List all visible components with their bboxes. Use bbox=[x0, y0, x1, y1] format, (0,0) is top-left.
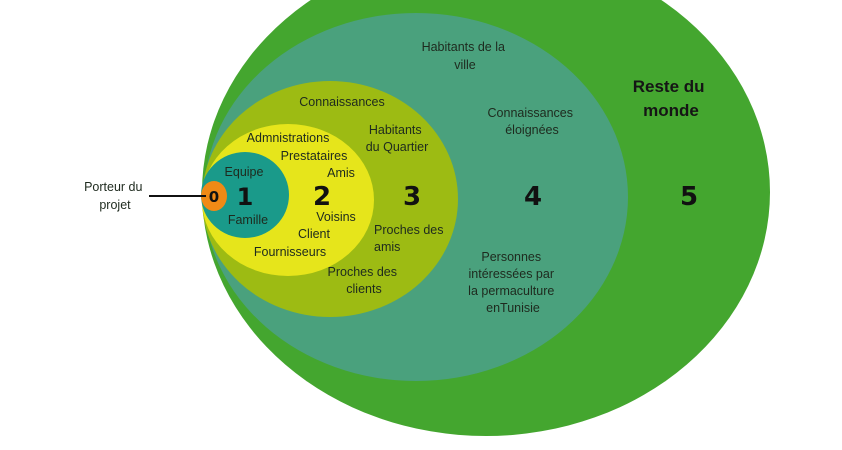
ring-4-label: Habitants de la ville bbox=[422, 40, 509, 72]
ring-2-number: 2 bbox=[313, 182, 331, 212]
ring-4-label: Personnes intéressées par la permacultur… bbox=[468, 250, 558, 315]
ring-3-number: 3 bbox=[403, 182, 421, 212]
owner-label: Porteur du projet bbox=[84, 180, 146, 212]
ring-3-label: Proches des amis bbox=[374, 223, 447, 254]
ring-2-label: Voisins bbox=[316, 210, 356, 224]
ring-5-number: 5 bbox=[680, 182, 698, 212]
ring-1-number: 1 bbox=[237, 183, 254, 211]
ring-2-label: Client bbox=[298, 227, 330, 241]
ring-2-label: Admnistrations bbox=[247, 131, 330, 145]
owner-label-line: Porteur du bbox=[84, 180, 142, 194]
ring-1-label: Equipe bbox=[225, 165, 264, 179]
owner-label-line: projet bbox=[99, 198, 131, 212]
ring-1 bbox=[201, 152, 289, 238]
ring-3-label: Habitants du Quartier bbox=[366, 123, 429, 154]
ring-0-number: 0 bbox=[209, 188, 219, 206]
ring-5-label: Reste du monde bbox=[633, 77, 710, 120]
ring-3-label: Connaissances bbox=[299, 95, 384, 109]
ring-2-label: Prestataires bbox=[281, 149, 348, 163]
ring-0 bbox=[201, 181, 227, 211]
ring-4-number: 4 bbox=[524, 182, 542, 212]
ring-2-label: Amis bbox=[327, 166, 355, 180]
ring-3-label: Proches des clients bbox=[328, 265, 401, 296]
ring-1-label: Famille bbox=[228, 213, 268, 227]
ring-4-label: Connaissances éloignées bbox=[488, 106, 577, 137]
ring-2-label: Fournisseurs bbox=[254, 245, 326, 259]
